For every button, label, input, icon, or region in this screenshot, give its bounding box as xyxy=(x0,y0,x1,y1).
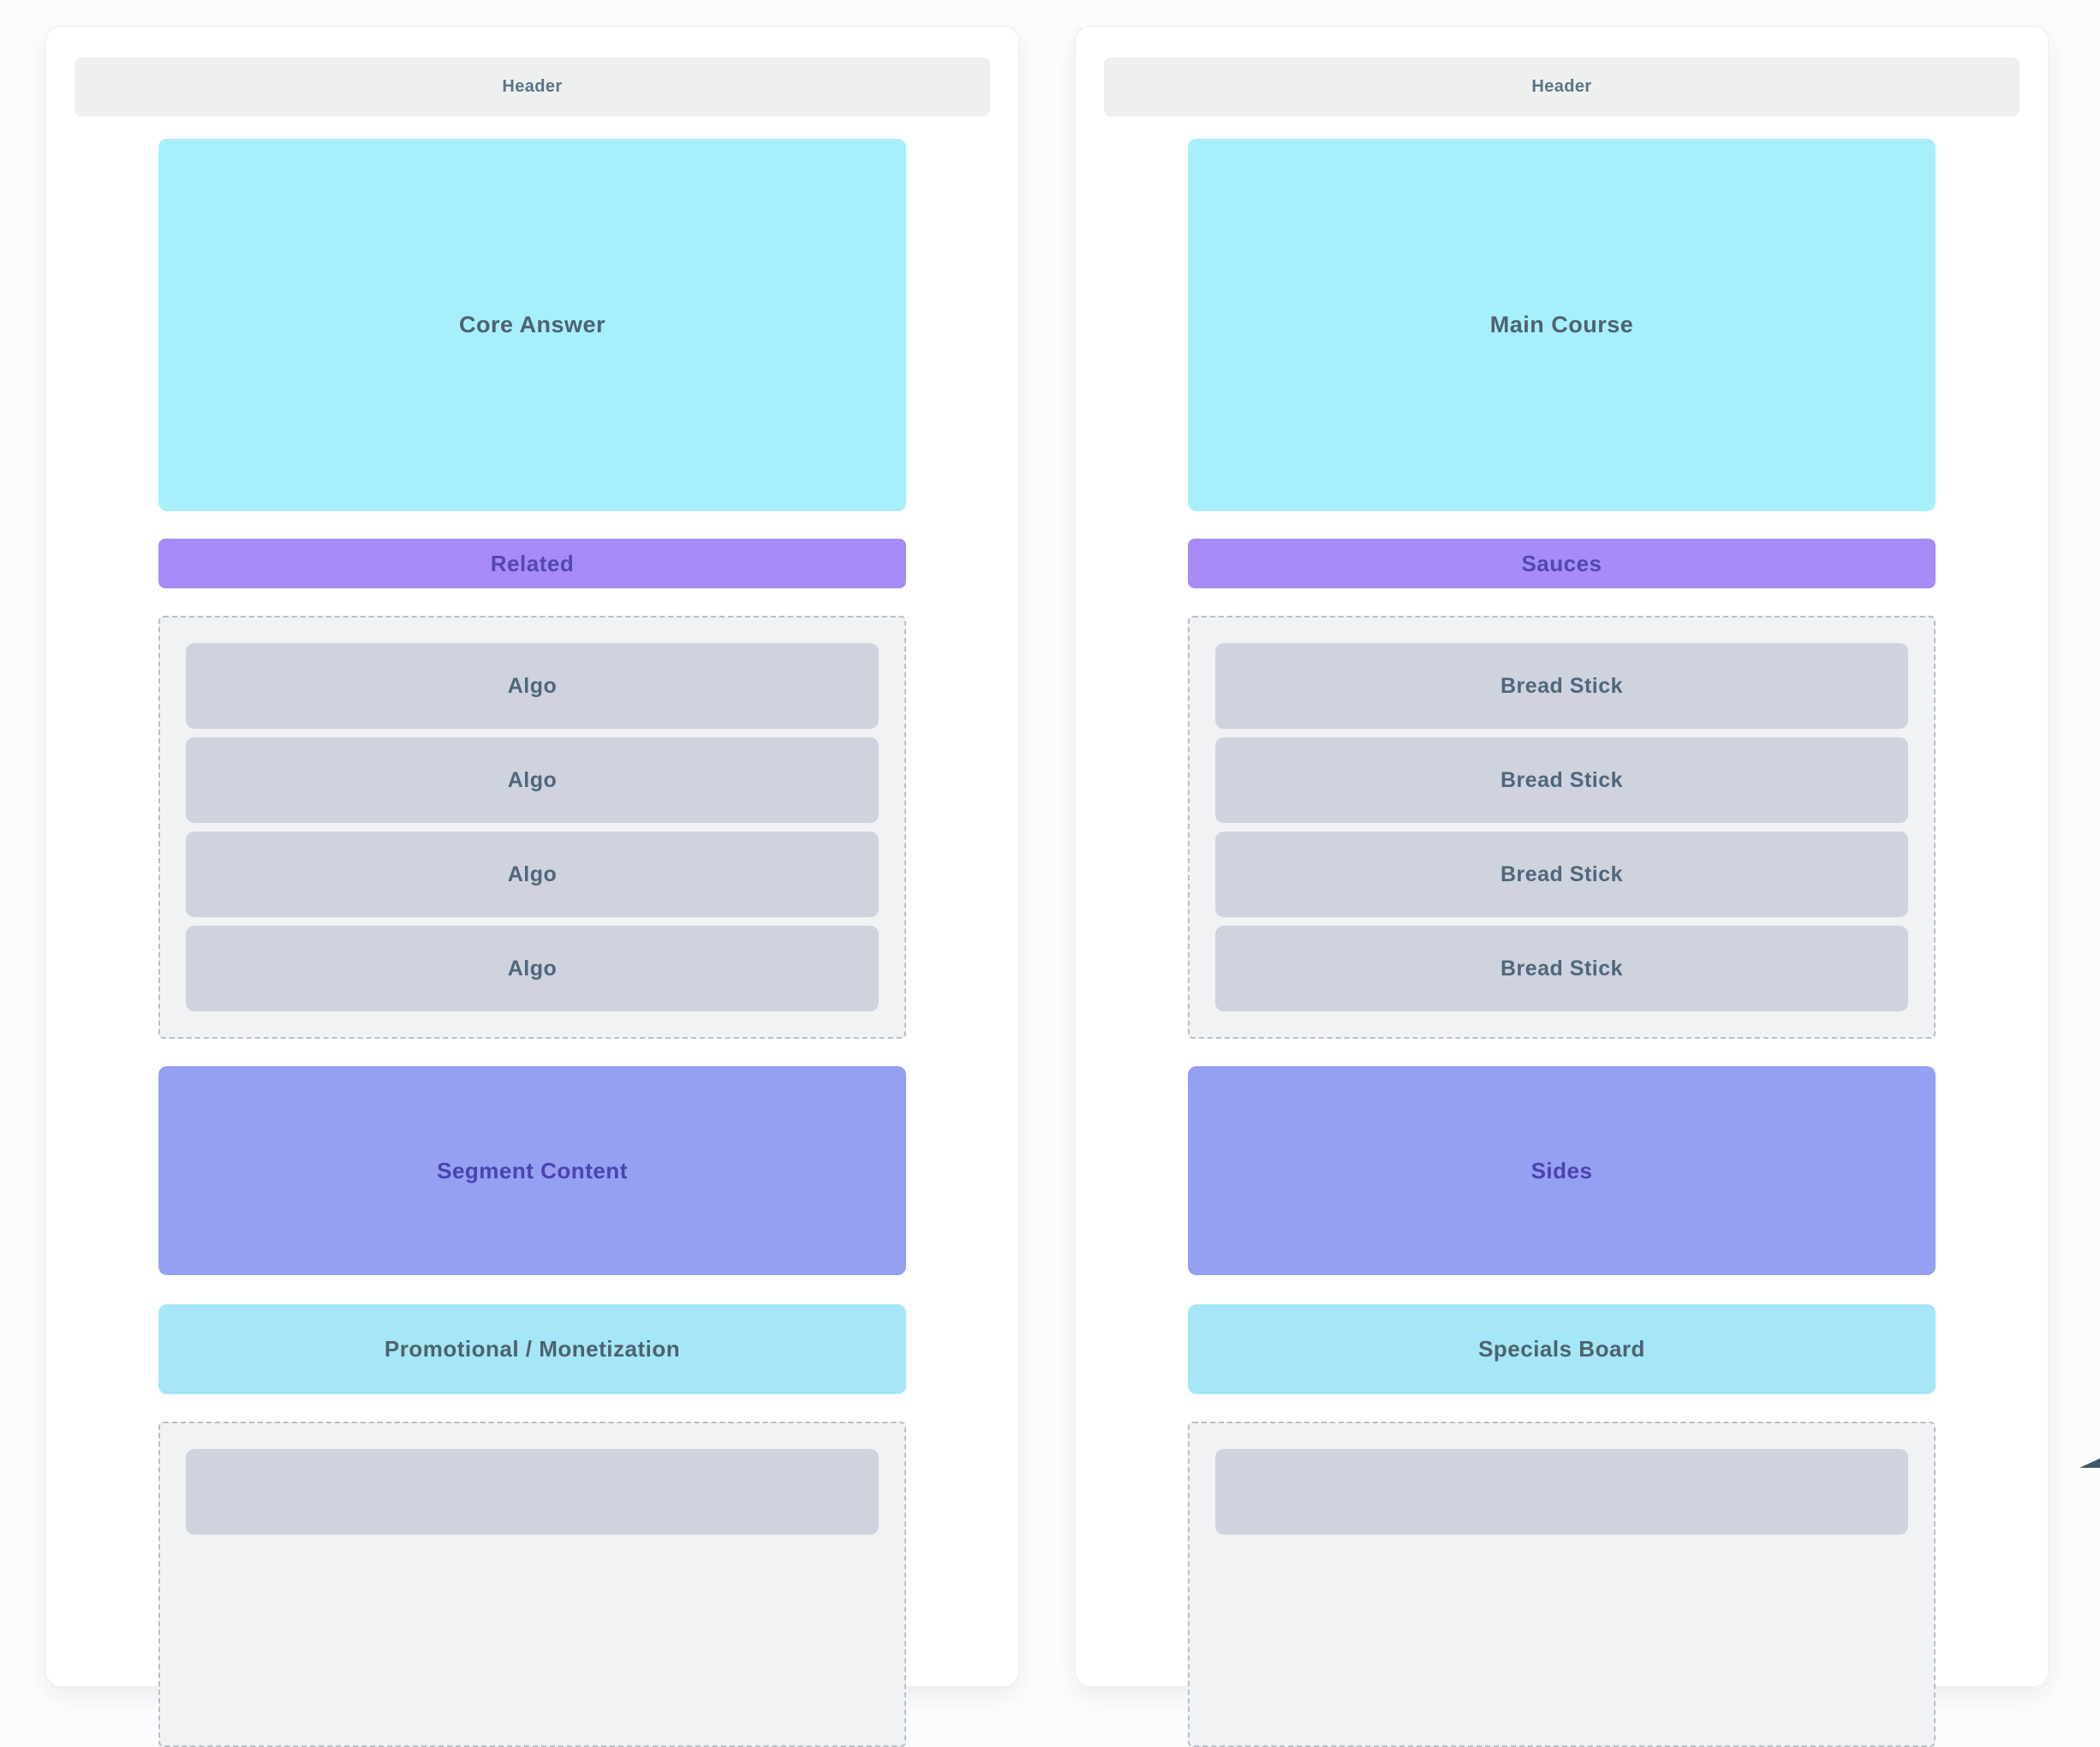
hero-box: Core Answer xyxy=(158,139,906,511)
list-item-label: Algo xyxy=(507,767,558,792)
list-item-label: Algo xyxy=(507,956,558,981)
list-item: Algo xyxy=(186,926,879,1011)
list-item: Algo xyxy=(186,832,879,917)
list-container: Bread Stick Bread Stick Bread Stick Brea… xyxy=(1188,616,1936,1039)
band-bar: Sauces xyxy=(1188,539,1936,588)
list-item: Bread Stick xyxy=(1215,926,1908,1011)
segment-box: Segment Content xyxy=(158,1066,906,1275)
list-container: Algo Algo Algo Algo xyxy=(158,616,906,1039)
list-item-label: Algo xyxy=(507,862,558,886)
list-item: Bread Stick xyxy=(1215,737,1908,823)
segment-label: Segment Content xyxy=(437,1157,628,1184)
cursor-arrow-tip xyxy=(2079,1458,2100,1468)
list-item-label: Algo xyxy=(507,673,558,698)
bottom-list-container xyxy=(1188,1422,1936,1747)
card-content: Core Answer Related Algo Algo Algo Algo … xyxy=(158,139,906,1747)
promo-label: Specials Board xyxy=(1478,1336,1645,1362)
list-item-label: Bread Stick xyxy=(1500,673,1624,698)
list-item-label: Bread Stick xyxy=(1500,956,1624,981)
list-item xyxy=(1215,1449,1908,1535)
segment-label: Sides xyxy=(1530,1157,1593,1184)
list-item: Algo xyxy=(186,643,879,729)
list-item xyxy=(186,1449,879,1535)
header-label: Header xyxy=(502,77,563,96)
promo-label: Promotional / Monetization xyxy=(384,1336,681,1362)
list-item: Bread Stick xyxy=(1215,643,1908,729)
list-item: Bread Stick xyxy=(1215,832,1908,917)
segment-box: Sides xyxy=(1188,1066,1936,1275)
wireframe-card-left: Header Core Answer Related Algo Algo Alg… xyxy=(45,26,1019,1747)
header-bar: Header xyxy=(75,57,990,116)
band-label: Sauces xyxy=(1521,550,1602,576)
promo-box: Specials Board xyxy=(1188,1304,1936,1394)
header-label: Header xyxy=(1531,77,1592,96)
band-bar: Related xyxy=(158,539,906,588)
header-bar: Header xyxy=(1104,57,2019,116)
list-item-label: Bread Stick xyxy=(1500,767,1624,792)
hero-box: Main Course xyxy=(1188,139,1936,511)
list-item: Algo xyxy=(186,737,879,823)
band-label: Related xyxy=(490,550,575,576)
list-item-label: Bread Stick xyxy=(1500,862,1624,886)
promo-box: Promotional / Monetization xyxy=(158,1304,906,1394)
bottom-list-container xyxy=(158,1422,906,1747)
wireframe-card-right: Header Main Course Sauces Bread Stick Br… xyxy=(1075,26,2049,1747)
hero-label: Core Answer xyxy=(458,312,606,337)
hero-label: Main Course xyxy=(1489,312,1634,337)
card-content: Main Course Sauces Bread Stick Bread Sti… xyxy=(1188,139,1936,1747)
